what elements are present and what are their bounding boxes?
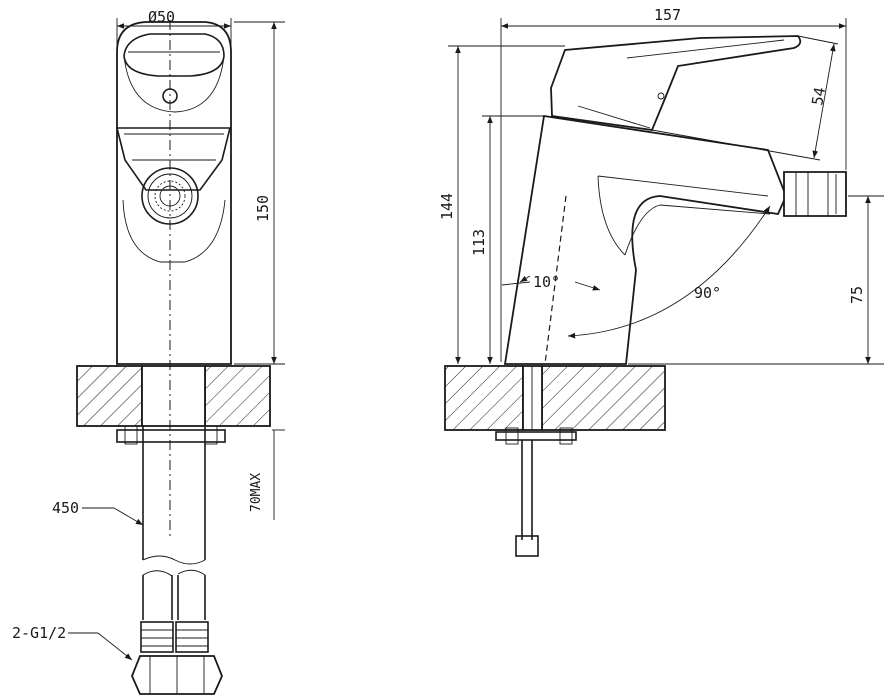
front-countertop-right (204, 365, 271, 427)
side-lever (550, 35, 802, 131)
side-rod-hole (522, 365, 543, 431)
side-view: 90° 10° 157 144 113 54 75 (438, 6, 884, 557)
front-countertop-left (76, 365, 143, 427)
dim-height-front: 150 (254, 195, 272, 222)
side-countertop-left (444, 365, 524, 431)
dim-diameter: Ø50 (148, 8, 175, 26)
front-collar (115, 127, 232, 191)
dim-outlet-height: 75 (848, 286, 866, 304)
dim-height-total: 144 (438, 193, 456, 220)
dim-thread: 2-G1/2 (12, 624, 66, 642)
dim-height-body: 113 (470, 229, 488, 256)
front-tap-body (116, 21, 232, 365)
front-mount-nut (116, 429, 226, 443)
dim-max-thickness: 70MAX (249, 473, 264, 512)
dim-swivel-angle: 90° (694, 284, 721, 302)
dim-lever: 54 (808, 86, 829, 107)
side-countertop-right (541, 365, 666, 431)
dim-tail-length: 450 (52, 499, 79, 517)
dim-tilt-angle: 10° (533, 273, 560, 291)
front-aerator-inner (154, 180, 186, 212)
dim-length: 157 (654, 6, 681, 24)
side-tap-body (503, 114, 787, 365)
front-view: Ø50 150 70MAX 450 2-G1/2 (12, 8, 285, 695)
side-aerator (783, 171, 847, 217)
front-hose-hole (141, 365, 206, 427)
